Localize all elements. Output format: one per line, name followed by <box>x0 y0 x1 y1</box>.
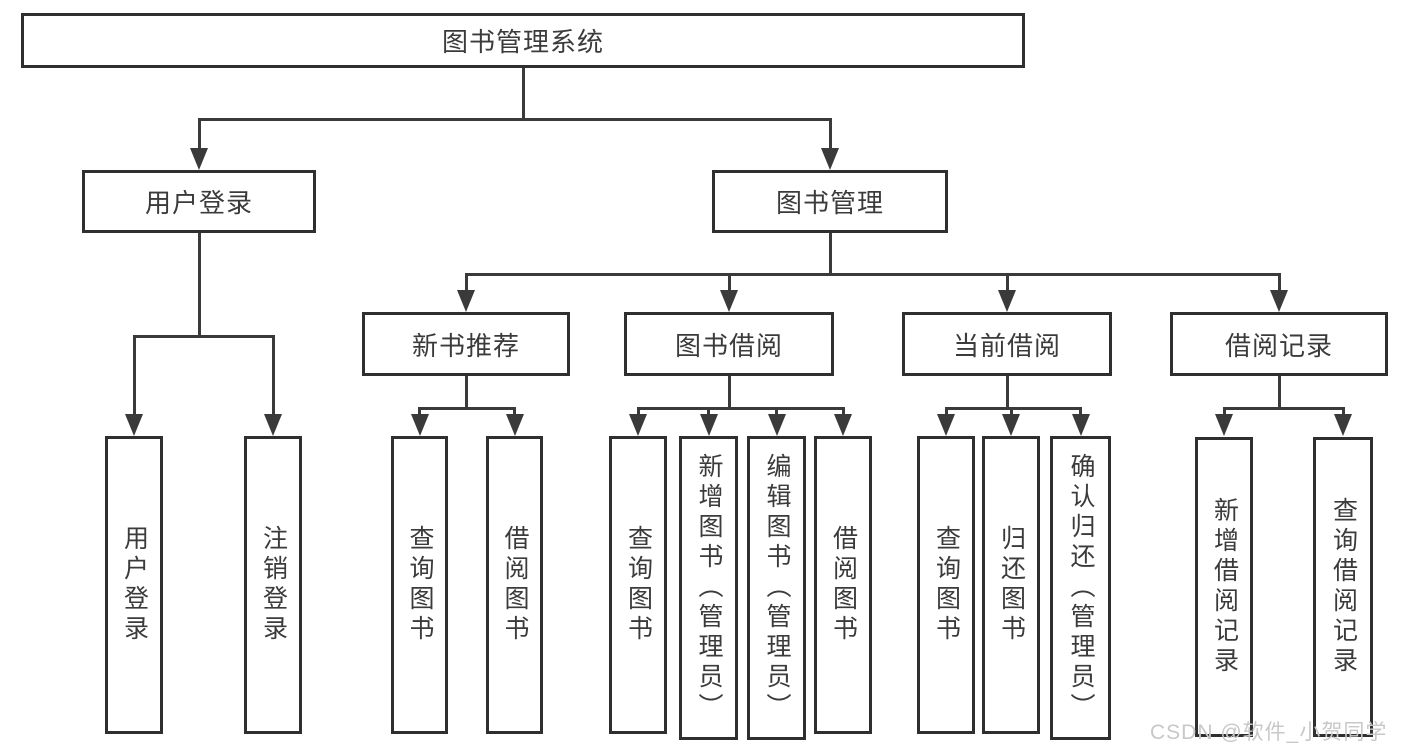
arrow-down-to-query-books-c <box>944 407 948 414</box>
arrow-down-to-leaf-user-login <box>132 335 136 414</box>
arrow-down-to-borrow-records <box>1277 273 1281 290</box>
leaf-query-borrow-record: 查询借阅记录 <box>1313 437 1373 737</box>
node-current-borrow: 当前借阅 <box>902 312 1112 376</box>
node-user-login: 用户登录 <box>82 170 316 233</box>
arrow-down-to-confirm-return <box>1079 407 1082 414</box>
arrow-down-to-borrow-books-b <box>841 407 845 414</box>
arrow-down-to-user-login <box>197 118 201 148</box>
arrow-down-to-edit-book <box>775 407 778 414</box>
arrow-down-to-query-books-a <box>418 407 421 414</box>
connector-root-stub <box>521 66 525 121</box>
leaf-logout-login: 注销登录 <box>244 436 302 734</box>
leaf-confirm-return-admin: 确认归还（管理员） <box>1050 436 1111 740</box>
leaf-user-login: 用户登录 <box>105 436 163 734</box>
connector-current-borrow-branch <box>944 407 1081 410</box>
leaf-borrow-books-borrow: 借阅图书 <box>814 436 872 734</box>
leaf-return-books: 归还图书 <box>982 436 1040 734</box>
connector-user-login-stub <box>197 231 201 338</box>
node-book-management: 图书管理 <box>712 170 948 233</box>
connector-current-borrow-stub <box>1005 374 1009 410</box>
leaf-edit-book-admin: 编辑图书（管理员） <box>747 436 806 740</box>
connector-book-management-stub <box>828 231 832 276</box>
arrow-down-to-new-book-recommend <box>464 273 468 290</box>
connector-book-borrow-stub <box>727 374 731 410</box>
connector-book-borrow-branch <box>636 407 845 410</box>
leaf-query-books-current: 查询图书 <box>917 436 975 734</box>
arrow-down-to-leaf-logout <box>271 335 275 414</box>
node-new-book-recommend: 新书推荐 <box>362 312 570 376</box>
connector-user-login-branch <box>132 335 275 338</box>
arrow-down-to-add-borrow-record <box>1222 407 1226 414</box>
leaf-add-borrow-record: 新增借阅记录 <box>1195 437 1253 737</box>
arrow-down-to-book-management <box>828 118 832 148</box>
connector-borrow-records-stub <box>1277 374 1281 410</box>
csdn-watermark: CSDN @软件_小贺同学 <box>1150 721 1388 744</box>
node-borrow-records: 借阅记录 <box>1170 312 1388 376</box>
arrow-down-to-return-books <box>1009 407 1013 414</box>
leaf-query-books-recommend: 查询图书 <box>391 436 448 734</box>
connector-new-book-recommend-branch <box>418 407 516 410</box>
connector-new-book-recommend-stub <box>464 374 468 410</box>
arrow-down-to-book-borrow <box>727 273 731 290</box>
leaf-add-book-admin: 新增图书（管理员） <box>679 436 738 740</box>
arrow-down-to-add-book <box>707 407 710 414</box>
arrow-down-to-current-borrow <box>1005 273 1009 290</box>
leaf-query-books-borrow: 查询图书 <box>609 436 667 734</box>
arrow-down-to-borrow-books-a <box>513 407 516 414</box>
arrow-down-to-query-books-b <box>636 407 640 414</box>
connector-level3-branch <box>464 273 1281 276</box>
leaf-borrow-books-recommend: 借阅图书 <box>486 436 543 734</box>
connector-level2-branch <box>197 118 832 121</box>
node-book-management-system: 图书管理系统 <box>21 13 1025 68</box>
node-book-borrow: 图书借阅 <box>624 312 834 376</box>
connector-borrow-records-branch <box>1222 407 1344 410</box>
arrow-down-to-query-borrow-record <box>1341 407 1345 414</box>
